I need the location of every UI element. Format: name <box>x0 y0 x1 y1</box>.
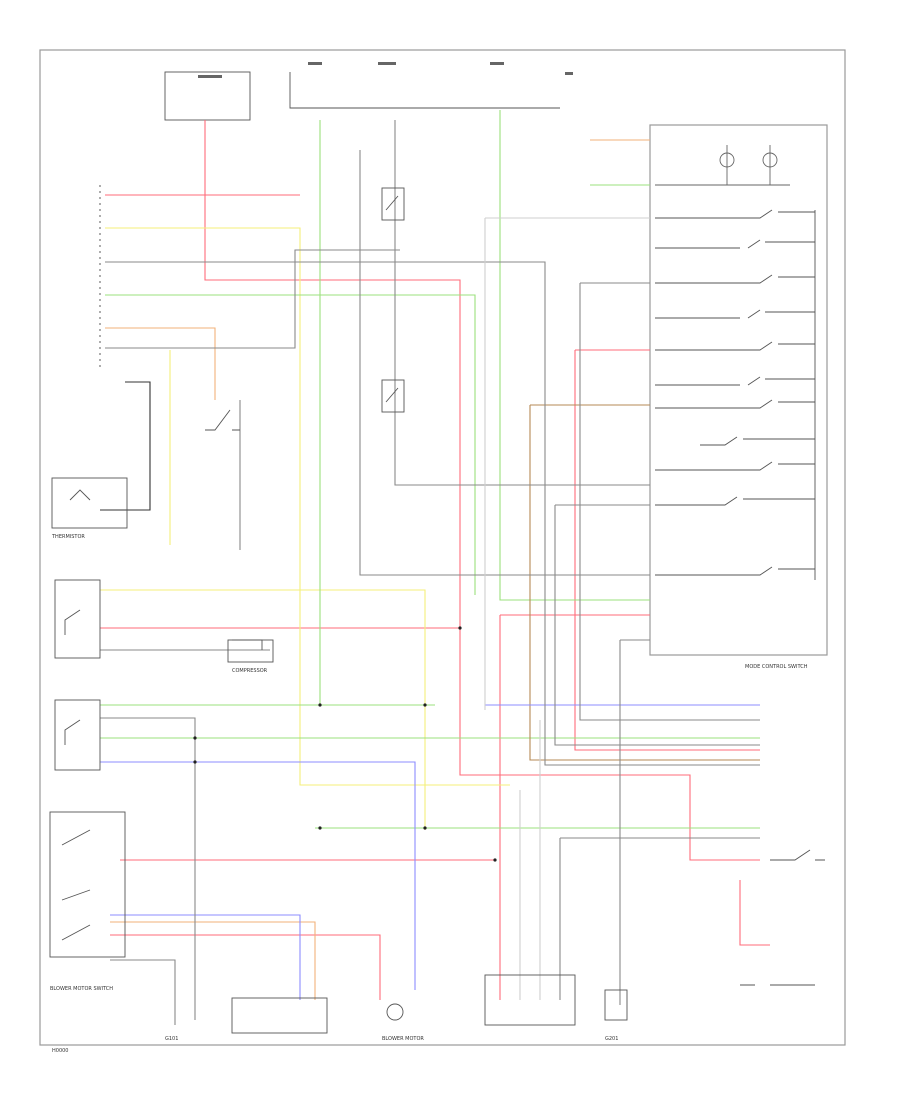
wire-gray-7 <box>619 639 650 1005</box>
blower-motor-switch-label: BLOWER MOTOR SWITCH <box>50 986 113 992</box>
thermistor-box: THERMISTOR <box>51 477 128 540</box>
wire-gray-5 <box>579 282 760 721</box>
thermo-switch <box>205 409 240 431</box>
ground-g201: G201 <box>605 1036 618 1042</box>
compressor-clutch-switch <box>740 849 825 986</box>
fuse-block-top <box>164 62 573 121</box>
wire-black-1 <box>100 381 151 511</box>
relay-middle <box>381 379 405 413</box>
wire-gray-6 <box>554 504 760 746</box>
wire-gray-4 <box>359 150 650 576</box>
wire-gray-1 <box>105 261 760 766</box>
wire-green-2 <box>499 110 650 601</box>
blower-relay <box>54 699 101 771</box>
diagram-frame <box>39 49 846 1046</box>
wire-yellow-2 <box>100 589 426 830</box>
footer-code: H0000 <box>52 1048 68 1054</box>
wire-red-5 <box>574 350 760 751</box>
wire-orange-2 <box>105 327 216 400</box>
wire-red-8 <box>110 934 381 1000</box>
relay-upper <box>381 187 405 221</box>
blower-motor-label: BLOWER MOTOR <box>382 1036 424 1042</box>
wire-gray-10 <box>100 717 196 1020</box>
wire-blue-1 <box>100 761 416 990</box>
wire-red-1 <box>204 120 760 861</box>
wire-blue-3 <box>110 914 301 1000</box>
junction-nodes <box>193 626 497 862</box>
compressor-label: COMPRESSOR <box>232 668 268 674</box>
wire-yellow-1 <box>105 227 510 786</box>
compressor-relay: COMPRESSOR <box>54 579 274 674</box>
wire-green-3 <box>105 294 476 595</box>
ground-g101: G101 <box>165 1036 178 1042</box>
blower-motor: BLOWER MOTOR <box>382 1003 424 1042</box>
ground-right: G201 <box>604 989 628 1042</box>
wire-light-1 <box>484 217 650 710</box>
mode-control-switch-frame <box>649 124 828 656</box>
mode-control-switch-label: MODE CONTROL SWITCH <box>745 664 808 670</box>
mode-switch-contacts <box>655 209 816 580</box>
wire-gray-2 <box>105 249 400 349</box>
wire-orange-3 <box>110 921 316 1000</box>
thermistor-label: THERMISTOR <box>51 534 85 540</box>
wire-gray-8 <box>559 837 760 1000</box>
blower-motor-switch: BLOWER MOTOR SWITCH <box>49 811 126 992</box>
wire-gray-11 <box>110 959 176 1025</box>
wire-gray-3 <box>394 120 650 486</box>
wire-red-10 <box>739 880 770 946</box>
wires <box>100 110 770 1025</box>
wire-brown-1 <box>529 404 760 761</box>
blower-resistor <box>231 997 328 1034</box>
illumination-lamps <box>655 145 790 186</box>
control-unit-bottom <box>484 974 576 1026</box>
ground-left: G101 <box>165 1036 178 1042</box>
